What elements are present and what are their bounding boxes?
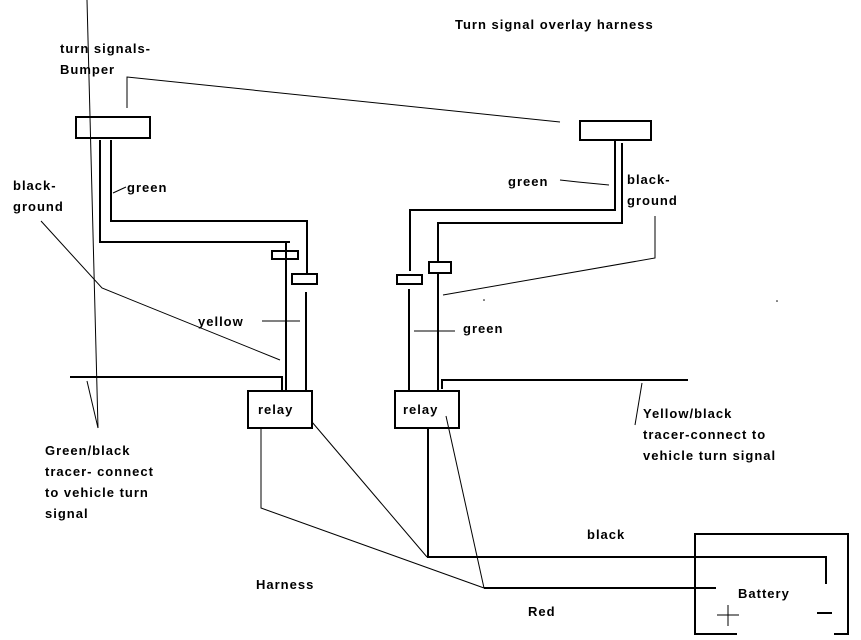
right-ground-leader — [442, 216, 656, 296]
battery-label: Battery — [738, 586, 790, 601]
right-tracer-label-line1: Yellow/black — [643, 406, 732, 421]
bumper-leader-line — [126, 76, 561, 123]
left-tracer-label-line2: tracer- connect — [45, 464, 154, 479]
left-relay — [247, 390, 313, 429]
left-green-wire — [110, 140, 308, 280]
left-black-wire — [99, 140, 290, 243]
left-ground-label-line2: ground — [13, 199, 64, 214]
left-turn-signal-lamp — [75, 116, 151, 139]
bumper-label-line2: Bumper — [60, 62, 115, 77]
right-green-top-leader — [559, 179, 610, 186]
right-relay-label: relay — [403, 402, 438, 417]
harness-label: Harness — [256, 577, 314, 592]
left-vehicle-tracer-wire — [70, 376, 283, 391]
right-ground-label-line2: ground — [627, 193, 678, 208]
yellow-label: yellow — [198, 314, 244, 329]
red-wire-label: Red — [528, 604, 556, 619]
right-ground-label-line1: black- — [627, 172, 671, 187]
right-relay-red-wire — [445, 415, 485, 589]
left-ground-label-line1: black- — [13, 178, 57, 193]
right-tracer-label-line3: vehicle turn signal — [643, 448, 776, 463]
bumper-label-line1: turn signals- — [60, 41, 151, 56]
left-ground-leader — [40, 220, 281, 361]
right-green-top-label: green — [508, 174, 548, 189]
left-tracer-label-line1: Green/black — [45, 443, 130, 458]
left-green-leader — [112, 186, 127, 194]
diagram-title: Turn signal overlay harness — [455, 17, 654, 32]
left-tracer-leader — [86, 0, 99, 429]
left-tracer-leader-line — [86, 380, 99, 429]
black-wire-label: black — [587, 527, 625, 542]
left-tracer-label-line4: signal — [45, 506, 89, 521]
battery-outline — [694, 533, 849, 635]
left-relay-label: relay — [258, 402, 293, 417]
right-green-mid-label: green — [463, 321, 503, 336]
right-vehicle-tracer-wire — [441, 379, 688, 389]
left-relay-black-wire — [311, 421, 428, 558]
right-connector-a — [396, 274, 423, 285]
left-connector-b — [291, 273, 318, 285]
black-wire-to-battery-negative — [427, 428, 827, 584]
left-relay-red-wire — [260, 428, 485, 589]
right-turn-signal-lamp — [579, 120, 652, 141]
right-black-wire — [437, 143, 623, 391]
stray-dot — [776, 300, 778, 302]
right-green-wire — [409, 140, 616, 271]
right-tracer-label-line2: tracer-connect to — [643, 427, 766, 442]
left-green-label: green — [127, 180, 167, 195]
right-tracer-leader — [634, 382, 643, 426]
left-tracer-label-line3: to vehicle turn — [45, 485, 149, 500]
right-connector-b — [428, 261, 452, 274]
stray-dot — [483, 299, 485, 301]
